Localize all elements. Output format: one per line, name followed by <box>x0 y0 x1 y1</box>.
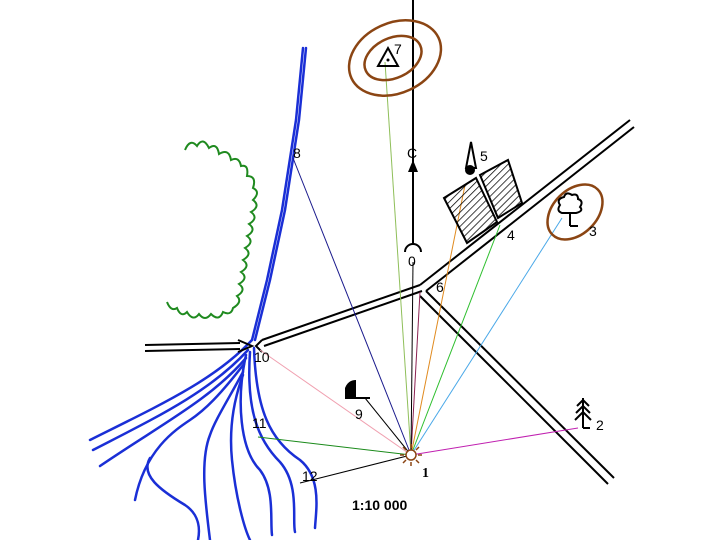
river-contour-7 <box>252 346 318 530</box>
tower-icon <box>345 380 370 399</box>
river-contour-8 <box>146 456 201 540</box>
ray-to-12 <box>299 454 412 484</box>
river-contour-6 <box>248 350 297 534</box>
building-2 <box>478 158 524 220</box>
monument-icon <box>464 141 478 175</box>
ray-to-2 <box>410 427 579 456</box>
building-1 <box>442 176 499 245</box>
origin-arc-icon <box>404 243 422 253</box>
river-bank-1 <box>88 338 254 442</box>
hill-7-outer <box>347 19 443 97</box>
road-se-a <box>425 290 615 479</box>
road-west-b <box>144 348 241 352</box>
road-arrow-10 <box>237 339 255 353</box>
forest-edge <box>166 140 258 319</box>
sun-icon <box>400 444 422 466</box>
ray-to-11 <box>257 436 412 456</box>
north-letter: С <box>407 145 417 161</box>
bearing-rays <box>257 61 579 484</box>
point-label-9: 9 <box>355 406 363 422</box>
roads <box>144 119 635 485</box>
river-contour-3 <box>203 370 245 540</box>
hill-7 <box>347 19 443 97</box>
road-10-6-a <box>261 284 421 341</box>
ray-to-6 <box>410 291 421 456</box>
point-label-7: 7 <box>394 41 402 57</box>
point-label-12: 12 <box>302 468 318 484</box>
ray-to-4 <box>410 224 501 456</box>
north-arrow-icon <box>408 160 418 172</box>
point-label-8: 8 <box>293 145 301 161</box>
road-ne-a <box>419 119 631 286</box>
road-10-6-b <box>263 290 423 347</box>
point-label-6: 6 <box>436 279 444 295</box>
river-main-upper <box>253 46 308 342</box>
hill-7-inner <box>363 34 423 82</box>
road-se-b <box>419 295 609 485</box>
ray-to-10 <box>259 349 412 456</box>
ray-to-3 <box>410 217 563 456</box>
deciduous-tree-icon <box>557 192 583 227</box>
hill-3 <box>546 183 604 241</box>
triangle-center-dot <box>386 58 390 62</box>
ray-to-8 <box>292 157 412 456</box>
point-label-1: 1 <box>422 466 429 481</box>
point-label-2: 2 <box>596 417 604 433</box>
river-contour-5 <box>239 353 274 537</box>
river-contour-4 <box>229 373 252 540</box>
river <box>88 46 318 540</box>
point-label-11: 11 <box>252 415 267 431</box>
river-main-upper-2 <box>250 46 305 342</box>
buildings <box>442 158 524 245</box>
point-label-3: 3 <box>589 223 597 239</box>
river-contour-1 <box>98 356 248 468</box>
ray-to-5 <box>410 184 466 456</box>
forest-edge-path <box>166 140 258 319</box>
road-west-a <box>144 342 241 346</box>
pine-tree-icon <box>574 398 592 429</box>
river-bank-2 <box>91 348 250 452</box>
scale-label: 1:10 000 <box>352 497 407 513</box>
ray-to-9 <box>364 397 412 456</box>
ray-to-7 <box>384 61 412 456</box>
road-ne-b <box>425 126 635 292</box>
point-label-10: 10 <box>254 349 270 365</box>
point-label-4: 4 <box>507 227 515 243</box>
ray-to-0 <box>410 261 414 456</box>
triangle-icon <box>376 45 400 67</box>
point-label-5: 5 <box>480 148 488 164</box>
origin-label: 0 <box>408 253 416 269</box>
